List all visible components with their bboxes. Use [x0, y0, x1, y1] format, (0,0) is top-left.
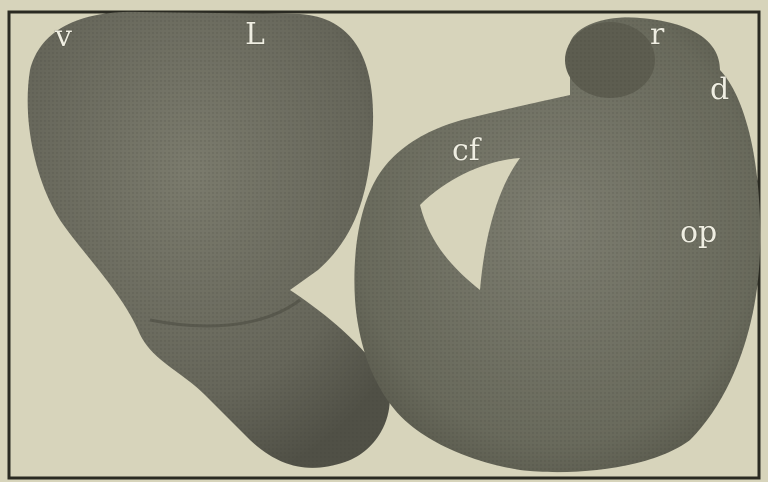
label-cf: cf — [452, 136, 480, 166]
label-L: L — [245, 20, 265, 50]
label-d: d — [710, 75, 729, 105]
label-v: v — [55, 22, 72, 52]
label-r: r — [650, 20, 664, 50]
label-op: op — [680, 218, 717, 248]
